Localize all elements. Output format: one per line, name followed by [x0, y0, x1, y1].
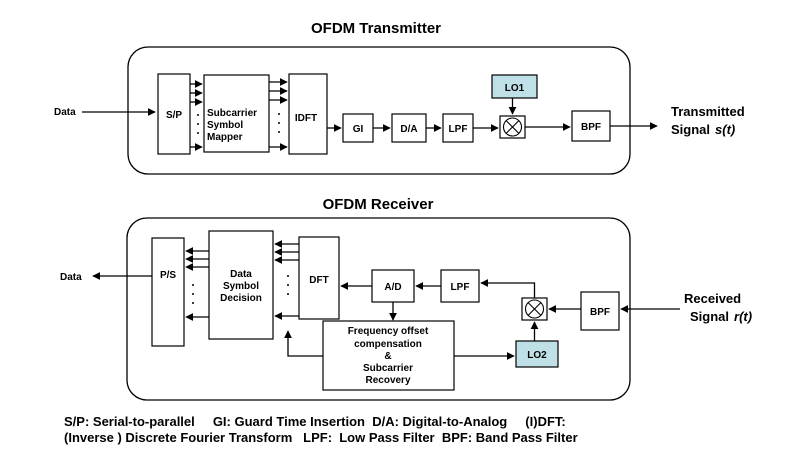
- sp-block: [157, 73, 191, 155]
- rx-lpf-label: LPF: [451, 282, 470, 293]
- receiver-title: OFDM Receiver: [323, 196, 434, 213]
- transmitter-output-line2: Signal s(t): [671, 122, 735, 137]
- symbol-decision-block: [208, 230, 274, 340]
- ps-block: [151, 237, 185, 347]
- symbol-mapper-block: [203, 74, 270, 153]
- legend-line2: (Inverse ) Discrete Fourier Transform LP…: [64, 430, 578, 445]
- gi-label: GI: [353, 124, 364, 135]
- decision-label-line3: Decision: [220, 293, 262, 304]
- fo-label-line5: Recovery: [365, 375, 410, 386]
- fo-label-line3: &: [384, 351, 391, 362]
- mapper-to-idft-arrows: [269, 78, 288, 151]
- transmitter-title: OFDM Transmitter: [311, 20, 441, 37]
- receiver-input-signal-word: Signal: [690, 309, 729, 324]
- decision-to-ps-arrows: [185, 247, 209, 321]
- da-block: [391, 113, 427, 143]
- fo-label-line4: Subcarrier: [363, 363, 413, 374]
- da-label: D/A: [400, 124, 417, 135]
- ad-label: A/D: [384, 282, 401, 293]
- mapper-label-line3: Mapper: [207, 132, 243, 143]
- dft-to-decision-arrows: [274, 240, 299, 320]
- legend-line1: S/P: Serial-to-parallel GI: Guard Time I…: [64, 414, 566, 429]
- receiver-input-line1: Received: [684, 291, 741, 306]
- lo2-block: [515, 340, 559, 368]
- rx-mixer-icon: [521, 297, 548, 321]
- fo-to-decision-feedback-arrow: [284, 330, 323, 357]
- fo-label-line2: compensation: [354, 339, 422, 350]
- decision-label-line2: Symbol: [223, 281, 259, 292]
- tx-lpf-label: LPF: [449, 124, 468, 135]
- idft-label: IDFT: [295, 113, 317, 124]
- receiver-input-line2: Signal r(t): [690, 309, 752, 324]
- tx-bpf-label: BPF: [581, 122, 601, 133]
- lo1-label: LO1: [505, 83, 525, 94]
- mapper-label-line2: Symbol: [207, 120, 243, 131]
- rx-lpf-block: [440, 269, 480, 303]
- mixer-to-lpf-arrow: [480, 279, 536, 298]
- freq-offset-block: [322, 320, 455, 391]
- receiver-input-signal-symbol: r(t): [734, 309, 752, 324]
- sp-label: S/P: [166, 110, 182, 121]
- transmitter-output-signal-word: Signal: [671, 122, 710, 137]
- rx-bpf-label: BPF: [590, 307, 610, 318]
- sp-to-mapper-arrows: [190, 80, 203, 151]
- transmitter-input-label: Data: [54, 107, 76, 118]
- rx-bpf-block: [580, 291, 620, 331]
- lo2-label: LO2: [527, 350, 547, 361]
- ps-label: P/S: [160, 270, 176, 281]
- transmitter-container: [127, 46, 631, 175]
- dft-label: DFT: [309, 275, 328, 286]
- tx-lpf-block: [442, 113, 474, 143]
- dft-block: [298, 236, 340, 320]
- receiver-output-label: Data: [60, 272, 82, 283]
- mapper-label-line1: Subcarrier: [207, 108, 257, 119]
- idft-block: [288, 73, 328, 155]
- decision-label-line1: Data: [230, 269, 252, 280]
- tx-mixer-icon: [499, 115, 526, 139]
- fo-label-line1: Frequency offset: [348, 326, 429, 337]
- transmitter-output-line1: Transmitted: [671, 104, 745, 119]
- transmitter-output-signal-symbol: s(t): [715, 122, 735, 137]
- lo1-block: [491, 74, 538, 99]
